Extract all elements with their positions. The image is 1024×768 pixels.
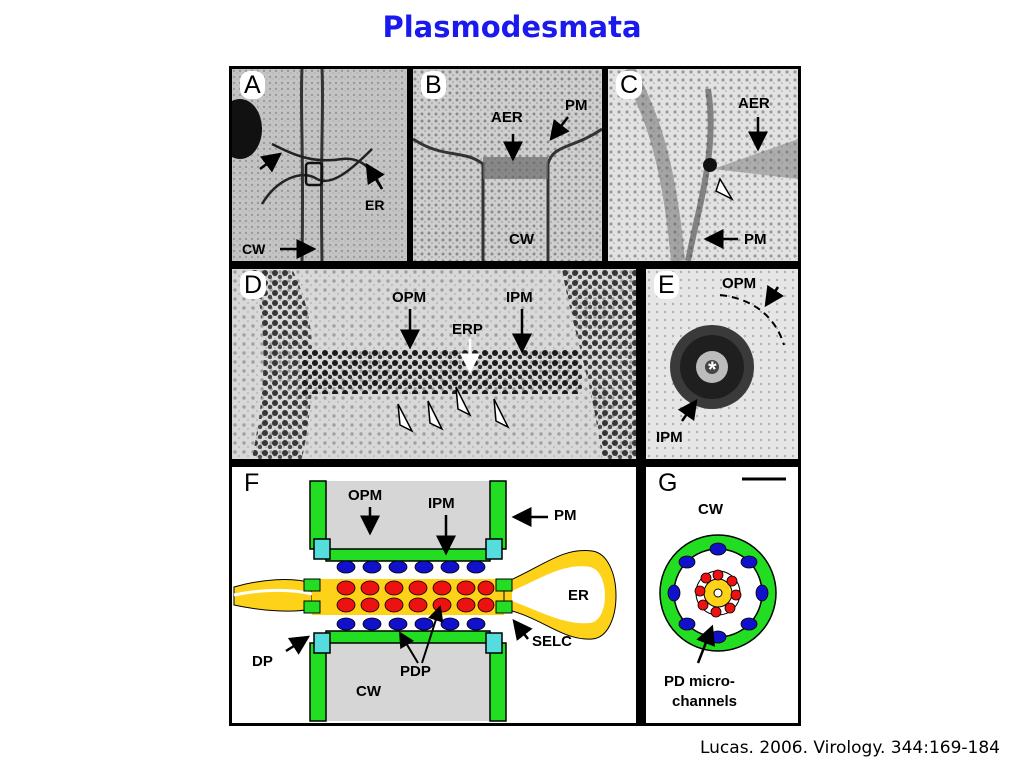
panel-d-erp-label: ERP (452, 321, 483, 338)
panel-d: D OPM ERP IPM (232, 269, 636, 459)
panel-f-pdp-label: PDP (400, 663, 431, 680)
panel-c-pm-label: PM (744, 231, 767, 248)
panel-a-letter: A (240, 71, 265, 99)
panel-b-aer-label: AER (491, 109, 523, 126)
citation: Lucas. 2006. Virology. 344:169-184 (699, 738, 1000, 758)
panel-g-letter: G (654, 469, 682, 497)
panel-b: B AER PM CW (413, 69, 602, 261)
panel-f-selc-label: SELC (532, 633, 573, 650)
panel-g-micro-label-2: channels (672, 693, 738, 710)
panel-g-diagram (659, 477, 786, 664)
panel-c-letter: C (616, 71, 643, 99)
panel-e-ipm-label: IPM (656, 429, 683, 446)
panel-f-ipm-label: IPM (428, 495, 455, 512)
panel-f-cw-label: CW (356, 683, 381, 700)
panel-c: C AER PM (608, 69, 798, 261)
panel-f-er-label: ER (568, 587, 589, 604)
panel-g: G CW PD micro- channels (646, 467, 798, 723)
panel-e-letter: E (654, 271, 679, 299)
panel-a-cw-label: CW (242, 241, 266, 257)
panel-d-letter: D (240, 271, 267, 299)
panel-c-aer-label: AER (738, 95, 770, 112)
panel-e-star-label: * (708, 357, 717, 382)
panel-f-diagram (233, 480, 617, 722)
panel-e: E OPM IPM * (646, 269, 798, 459)
panel-b-pm-label: PM (565, 97, 588, 114)
panel-d-micrograph (232, 269, 636, 459)
panel-g-cw-label: CW (698, 501, 723, 518)
panel-b-micrograph (413, 69, 602, 261)
panel-d-opm-label: OPM (392, 289, 427, 306)
panel-b-cw-label: CW (509, 231, 534, 248)
figure-composite: A ER CW B AER PM CW (229, 66, 801, 726)
panel-f-pm-label: PM (554, 507, 577, 524)
panel-f-dp-label: DP (252, 653, 273, 670)
panel-d-ipm-label: IPM (506, 289, 533, 306)
panel-f: F OPM IPM PM ER SELC DP PDP CW (232, 467, 636, 723)
panel-b-letter: B (421, 71, 446, 99)
panel-a: A ER CW (232, 69, 407, 261)
panel-a-er-label: ER (365, 197, 385, 213)
panel-e-micrograph (646, 269, 798, 459)
panel-a-micrograph (232, 69, 407, 261)
panel-e-opm-label: OPM (722, 275, 757, 292)
panel-g-micro-label-1: PD micro- (664, 673, 735, 690)
panel-f-letter: F (240, 469, 264, 497)
panel-f-opm-label: OPM (348, 487, 383, 504)
slide-title: Plasmodesmata (382, 10, 642, 44)
